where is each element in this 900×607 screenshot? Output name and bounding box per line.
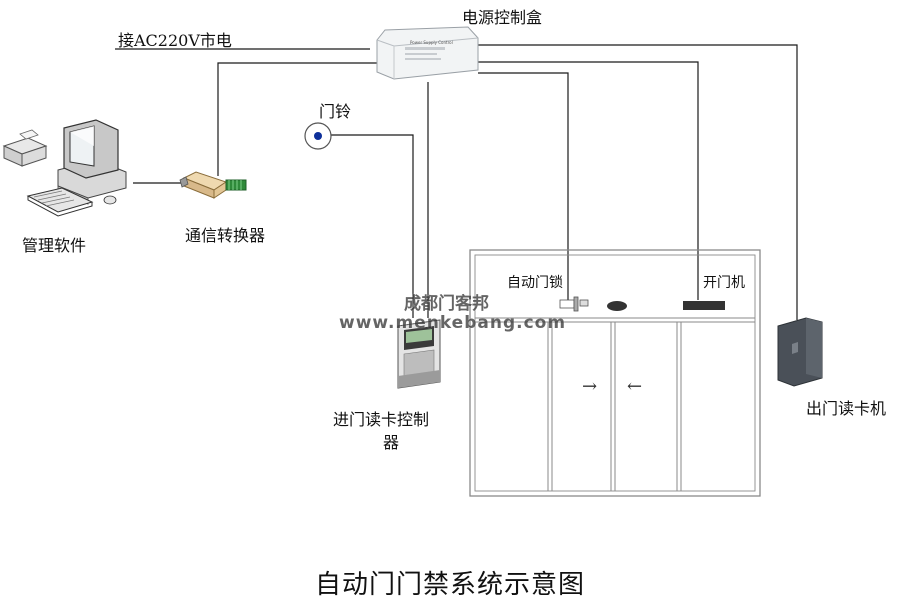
diagram-title: 自动门门禁系统示意图	[314, 570, 585, 600]
computer-icon	[2, 119, 127, 217]
door-opener-icon	[683, 301, 725, 310]
power-box-text-1: Power Supply Control	[410, 40, 453, 45]
doorbell-label: 门铃	[319, 102, 352, 121]
wires	[115, 44, 798, 320]
door-lock-icon	[559, 296, 589, 312]
entry-controller-label-2: 器	[383, 433, 400, 452]
door-opener-label: 开门机	[703, 275, 745, 291]
auto-lock-label: 自动门锁	[507, 275, 563, 291]
entry-controller-label-1: 进门读卡控制	[333, 410, 430, 429]
watermark-brand: 成都门客邦	[404, 294, 489, 314]
entry-controller-icon	[397, 319, 441, 389]
doorbell-icon	[304, 122, 332, 150]
power-box-label: 电源控制盒	[462, 8, 543, 27]
mains-label: 接AC220V市电	[118, 31, 232, 50]
power-control-box: Power Supply Control	[376, 26, 479, 80]
converter-icon	[179, 171, 247, 199]
exit-reader-icon	[777, 317, 823, 387]
arrow-right-icon: →	[582, 376, 598, 397]
lock-wire	[478, 72, 569, 300]
door-frame	[469, 249, 761, 497]
converter-power-wire	[217, 62, 380, 176]
exit-reader-wire	[478, 44, 798, 320]
software-label: 管理软件	[22, 236, 87, 255]
converter-label: 通信转换器	[185, 226, 266, 245]
arrow-left-icon: ←	[627, 376, 643, 397]
doorbell-wire	[330, 134, 414, 318]
watermark-url: www.menkebang.com	[339, 313, 567, 333]
door-sensor-icon	[607, 301, 627, 311]
door-opener-wire	[478, 61, 699, 300]
exit-reader-label: 出门读卡机	[806, 399, 887, 418]
